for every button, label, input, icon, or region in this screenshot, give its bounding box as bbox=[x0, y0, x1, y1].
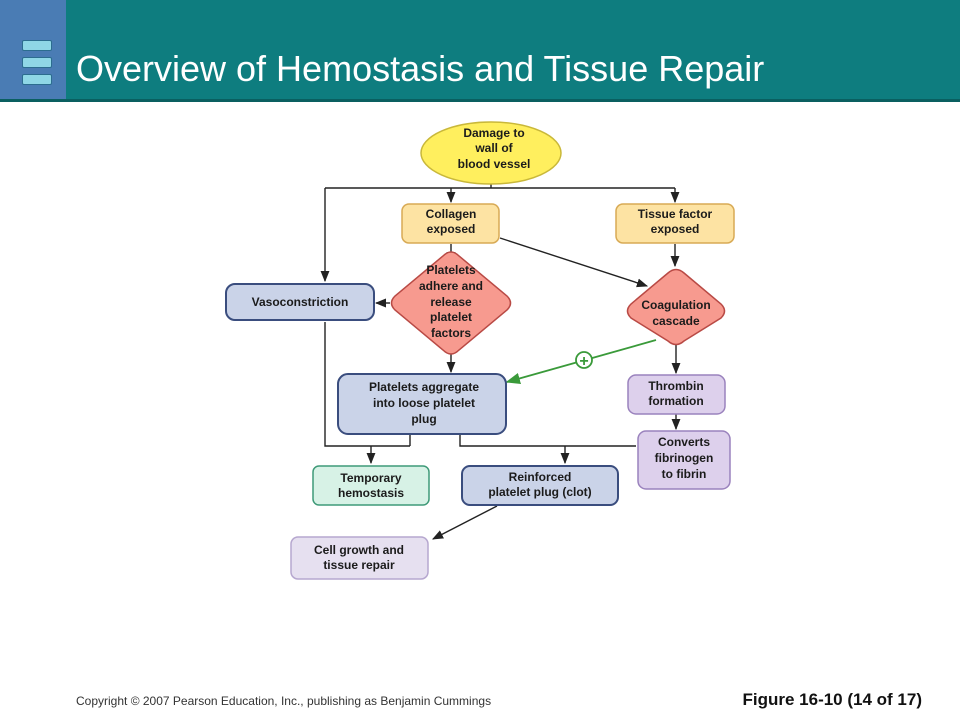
node-converts-line: Converts bbox=[658, 435, 710, 449]
node-collagen-shape bbox=[401, 203, 500, 244]
slide-header: Overview of Hemostasis and Tissue Repair bbox=[0, 0, 960, 102]
node-temporary-hemostasis: Temporary hemostasis bbox=[312, 465, 430, 506]
node-tissue-factor-line: Tissue factor bbox=[638, 207, 713, 221]
node-collagen-line: Collagen bbox=[426, 207, 477, 221]
node-platelets-adhere-line: release bbox=[430, 295, 472, 309]
node-platelets-adhere-line: Platelets bbox=[426, 263, 476, 277]
node-tissue-factor-shape bbox=[615, 203, 735, 244]
node-cell-growth-line: tissue repair bbox=[323, 558, 395, 572]
slide-logo-icon bbox=[0, 0, 66, 100]
node-thrombin-line: Thrombin bbox=[648, 379, 703, 393]
node-coagulation: Coagulation cascade bbox=[626, 268, 726, 346]
node-damage-line: Damage to bbox=[463, 126, 524, 140]
header-band bbox=[0, 0, 960, 100]
node-converts-line: fibrinogen bbox=[655, 451, 714, 465]
node-platelets-adhere-shape bbox=[390, 251, 512, 355]
connector-lines bbox=[320, 184, 681, 540]
node-converts: Converts fibrinogen to fibrin bbox=[637, 430, 731, 490]
converts-merge-line bbox=[459, 434, 636, 447]
positive-feedback-badge bbox=[575, 351, 593, 369]
positive-feedback-icon: + bbox=[579, 353, 588, 370]
node-damage: Damage to wall of blood vessel bbox=[420, 121, 562, 185]
node-damage-line: wall of bbox=[474, 141, 513, 155]
node-temporary-hemostasis-line: hemostasis bbox=[338, 486, 404, 500]
node-tissue-factor-line: exposed bbox=[651, 222, 700, 236]
node-platelets-adhere-line: platelet bbox=[430, 310, 472, 324]
node-damage-shape bbox=[420, 121, 562, 185]
node-cell-growth-shape bbox=[290, 536, 429, 580]
node-coagulation-line: Coagulation bbox=[641, 298, 710, 312]
page-title: Overview of Hemostasis and Tissue Repair bbox=[76, 48, 765, 89]
node-cell-growth: Cell growth and tissue repair bbox=[290, 536, 429, 580]
node-collagen-line: exposed bbox=[427, 222, 476, 236]
node-platelets-aggregate-line: into loose platelet bbox=[373, 396, 475, 410]
node-platelets-adhere: Platelets adhere and release platelet fa… bbox=[390, 251, 512, 355]
node-platelets-aggregate-line: plug bbox=[411, 412, 436, 426]
node-coagulation-shape bbox=[626, 268, 726, 346]
node-coagulation-line: cascade bbox=[652, 314, 700, 328]
node-damage-line: blood vessel bbox=[458, 157, 531, 171]
node-reinforced-plug-line: Reinforced bbox=[509, 470, 572, 484]
node-thrombin-line: formation bbox=[648, 394, 703, 408]
node-collagen: Collagen exposed bbox=[401, 203, 500, 244]
figure-label: Figure 16-10 (14 of 17) bbox=[742, 690, 922, 709]
copyright-notice: Copyright © 2007 Pearson Education, Inc.… bbox=[76, 694, 492, 708]
node-reinforced-plug-shape bbox=[461, 465, 619, 506]
node-temporary-hemostasis-shape bbox=[312, 465, 430, 506]
logo-bar bbox=[22, 57, 52, 68]
logo-bar bbox=[22, 74, 52, 85]
node-reinforced-plug: Reinforced platelet plug (clot) bbox=[461, 465, 619, 506]
node-platelets-aggregate-shape bbox=[337, 373, 507, 435]
node-platelets-aggregate: Platelets aggregate into loose platelet … bbox=[337, 373, 507, 435]
node-vasoconstriction: Vasoconstriction bbox=[225, 283, 375, 321]
node-platelets-adhere-line: factors bbox=[431, 326, 471, 340]
node-converts-shape bbox=[637, 430, 731, 490]
node-platelets-adhere-line: adhere and bbox=[419, 279, 483, 293]
vasoconstriction-drop-line bbox=[324, 322, 410, 447]
node-converts-line: to fibrin bbox=[662, 467, 707, 481]
node-platelets-aggregate-line: Platelets aggregate bbox=[369, 380, 479, 394]
node-vasoconstriction-shape bbox=[225, 283, 375, 321]
node-temporary-hemostasis-line: Temporary bbox=[340, 471, 401, 485]
positive-feedback: + bbox=[505, 339, 657, 385]
node-thrombin: Thrombin formation bbox=[627, 374, 726, 415]
arrow-reinforced-to-cell-growth bbox=[432, 505, 498, 540]
node-reinforced-plug-line: platelet plug (clot) bbox=[488, 485, 591, 499]
node-vasoconstriction-line: Vasoconstriction bbox=[252, 295, 349, 309]
header-rule bbox=[0, 99, 960, 102]
logo-bar bbox=[22, 40, 52, 51]
arrow-collagen-to-coagulation bbox=[499, 237, 649, 288]
node-cell-growth-line: Cell growth and bbox=[314, 543, 404, 557]
node-tissue-factor: Tissue factor exposed bbox=[615, 203, 735, 244]
node-thrombin-shape bbox=[627, 374, 726, 415]
